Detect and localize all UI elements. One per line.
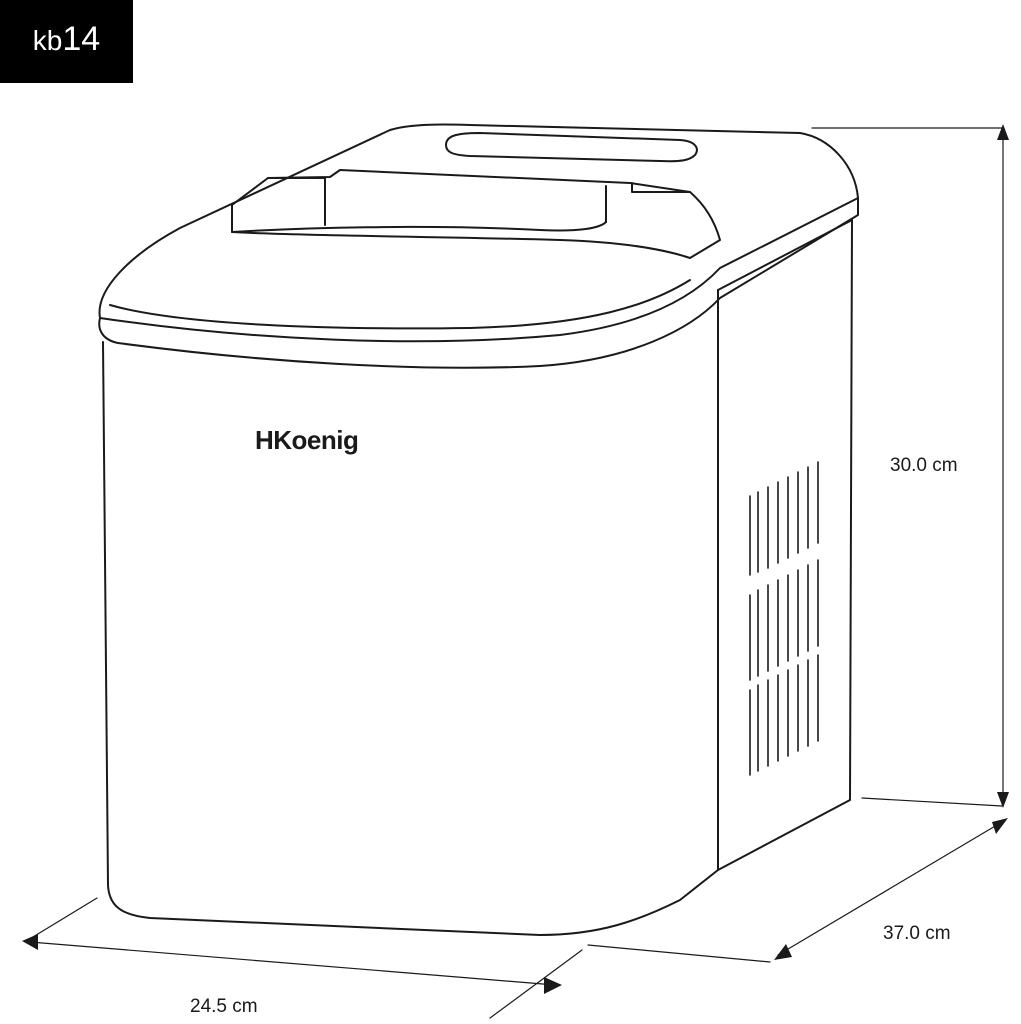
width-arrow-right — [544, 977, 562, 994]
depth-dimension-label: 37.0 cm — [883, 923, 951, 944]
window-inner-edge — [267, 177, 691, 226]
lid-lip — [98, 197, 859, 369]
depth-arrow-top — [992, 818, 1008, 834]
window-bottom — [231, 221, 607, 233]
width-dimension-line — [27, 897, 583, 1019]
height-dimension-label: 30.0 cm — [890, 455, 958, 476]
width-dimension-label: 24.5 cm — [190, 996, 258, 1017]
height-arrow-top — [997, 124, 1009, 140]
front-panel — [102, 289, 719, 936]
depth-arrow-bottom — [774, 944, 792, 960]
height-arrow-bottom — [997, 792, 1009, 808]
side-vents — [749, 461, 819, 776]
height-dimension-line — [811, 127, 1004, 807]
lid-window — [231, 169, 721, 259]
width-arrow-left — [22, 934, 38, 950]
brand-logo: HKoenig — [255, 425, 359, 455]
depth-dimension-line — [587, 821, 1003, 963]
handle-slot — [445, 132, 698, 163]
model-prefix: kb — [32, 25, 63, 56]
model-badge: kb 14 — [0, 0, 133, 83]
model-number: 14 — [62, 20, 101, 58]
lid-ridge — [109, 279, 691, 330]
side-panel — [717, 219, 853, 871]
lid-top — [98, 123, 859, 343]
